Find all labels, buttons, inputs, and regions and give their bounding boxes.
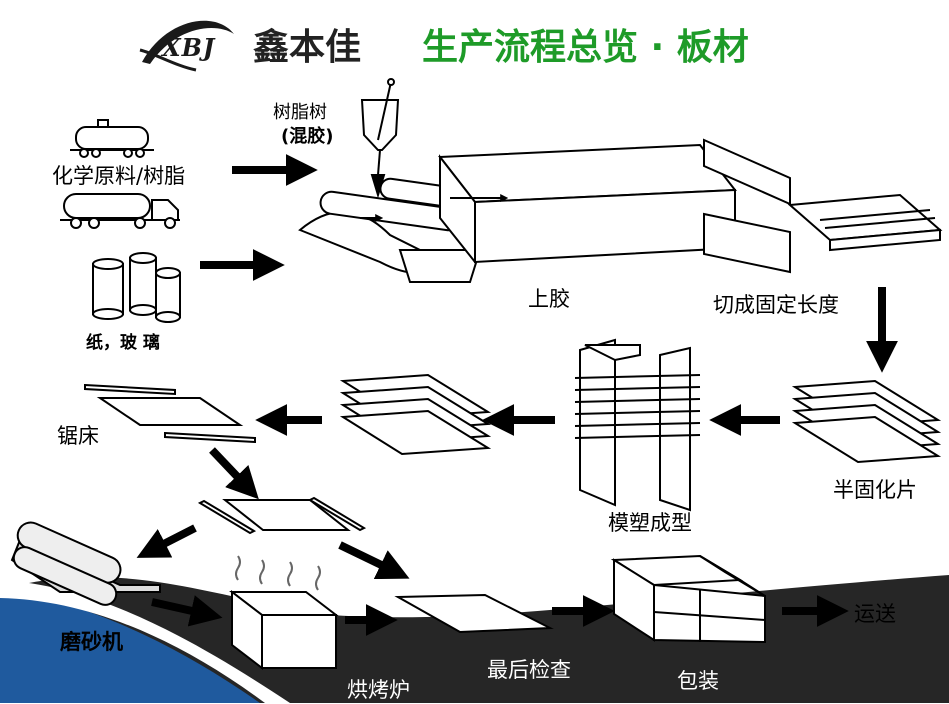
label-cut-to-length: 切成固定长度 xyxy=(713,293,839,317)
molding-press-icon xyxy=(574,338,701,512)
label-shipping: 运送 xyxy=(854,602,896,626)
laminate-stack-icon xyxy=(339,373,492,456)
treater-oven-icon xyxy=(438,143,737,265)
label-oven: 烘烤炉 xyxy=(347,678,410,702)
sander-machine-icon xyxy=(10,521,161,606)
page-title: 生产流程总览 · 板材 xyxy=(422,27,749,68)
prepreg-stack-icon xyxy=(791,379,942,464)
label-gluing: 上胶 xyxy=(528,287,570,311)
cut-sheet-stack-icon xyxy=(787,193,943,252)
label-resin-mix: 树脂树 xyxy=(273,102,327,123)
paper-glass-rolls-icon xyxy=(92,252,181,323)
label-packaging: 包装 xyxy=(677,669,719,693)
tanker-car-icon xyxy=(70,119,154,158)
label-molding: 模塑成型 xyxy=(608,511,692,535)
arrow-board-to-sander xyxy=(136,524,197,558)
arrow-saw-to-board xyxy=(209,447,259,500)
label-prepreg: 半固化片 xyxy=(833,478,917,502)
label-final-inspection: 最后检查 xyxy=(487,658,571,682)
saw-cut-board-icon xyxy=(84,383,256,444)
logo-swoosh-icon xyxy=(139,20,234,72)
label-paper-glass: 纸，玻 璃 xyxy=(86,333,160,353)
arrow-sander-to-oven xyxy=(151,595,223,627)
resin-mixer-icon xyxy=(360,78,400,199)
gluing-rollers-icon xyxy=(298,177,491,283)
ground-blue-band xyxy=(0,590,260,703)
trimmed-board-icon xyxy=(197,496,367,535)
ground-white-stripe xyxy=(0,580,290,703)
logo-text: XBJ xyxy=(162,33,216,62)
inspection-sheet-icon xyxy=(394,593,554,634)
tanker-truck-icon xyxy=(60,193,180,229)
oven-box-icon xyxy=(229,555,339,671)
brand-name: 鑫本佳 xyxy=(253,27,362,68)
arrow-board-to-oven xyxy=(338,541,410,580)
label-sander: 磨砂机 xyxy=(60,630,123,654)
label-raw-materials: 化学原料/树脂 xyxy=(52,164,186,188)
label-resin-mix-paren: (混胶) xyxy=(281,126,334,147)
cutter-blades-icon xyxy=(703,138,791,274)
label-saw: 锯床 xyxy=(57,424,99,448)
packaging-boxes-icon xyxy=(610,554,766,644)
